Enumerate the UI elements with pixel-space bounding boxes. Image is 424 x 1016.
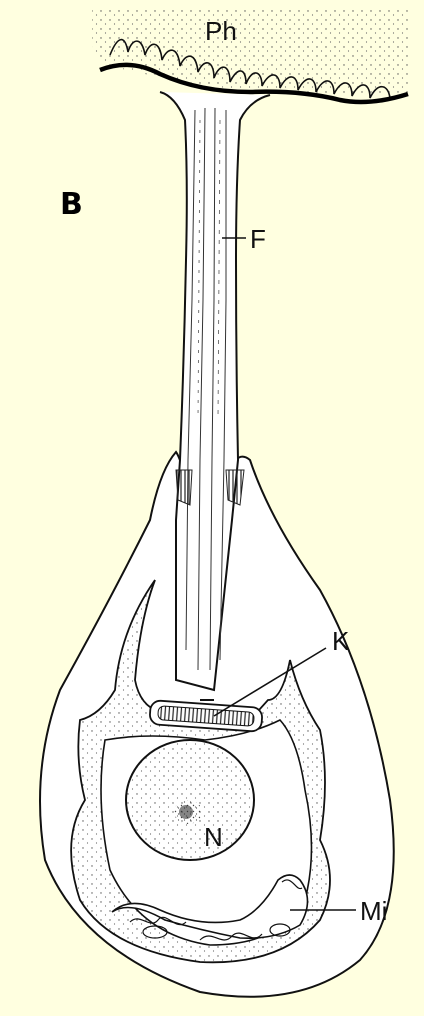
panel-label: B: [60, 190, 83, 220]
ph-region: [92, 10, 410, 102]
label-ph: Ph: [205, 18, 237, 44]
nucleus: [126, 740, 254, 860]
label-f: F: [250, 226, 266, 252]
label-k: K: [332, 628, 349, 654]
label-mi: Mi: [360, 898, 387, 924]
label-n: N: [204, 824, 223, 850]
